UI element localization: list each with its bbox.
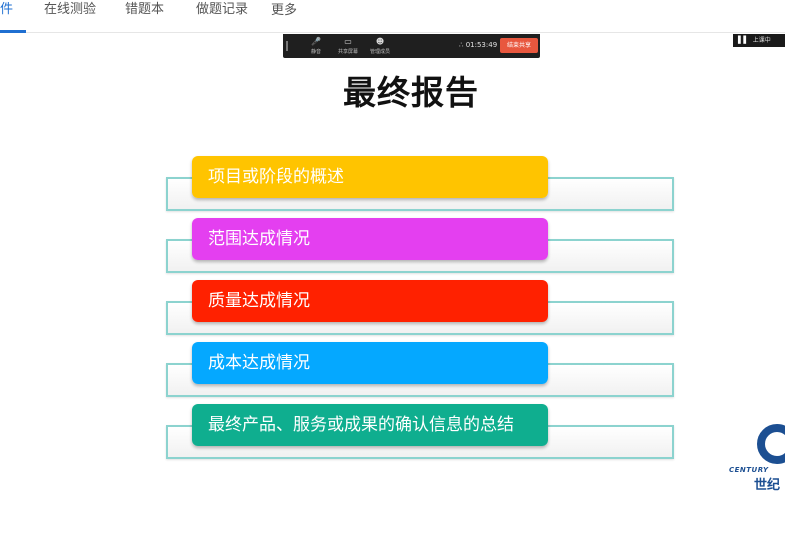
live-status-label: 上课中 xyxy=(752,37,771,44)
meeting-toolbar: 🎤 静音 ▭ 共享屏幕 ☻ 管理成员 ∴ 01:53:49 结束共享 xyxy=(283,34,540,58)
report-item: 项目或阶段的概述 xyxy=(166,156,676,216)
end-share-button[interactable]: 结束共享 xyxy=(500,38,538,53)
report-item: 最终产品、服务或成果的确认信息的总结 xyxy=(166,404,676,464)
screen-share-icon: ▭ xyxy=(344,37,352,46)
tab-more[interactable]: 更多 xyxy=(271,3,298,18)
drag-handle[interactable] xyxy=(286,41,288,51)
item-label: 质量达成情况 xyxy=(192,280,548,322)
timer-text: 01:53:49 xyxy=(465,41,498,49)
share-screen-label: 共享屏幕 xyxy=(337,49,358,55)
item-label: 成本达成情况 xyxy=(192,342,548,384)
report-item: 质量达成情况 xyxy=(166,280,676,340)
slide-viewer: 🎤 静音 ▭ 共享屏幕 ☻ 管理成员 ∴ 01:53:49 结束共享 ▌▌上课中… xyxy=(0,34,785,534)
tab-online-quiz[interactable]: 在线测验 xyxy=(44,2,97,17)
mute-button[interactable]: 🎤 静音 xyxy=(299,36,333,56)
meeting-timer: ∴ 01:53:49 xyxy=(459,41,497,49)
logo-ring-icon xyxy=(757,424,785,464)
logo-text-en: CENTURY xyxy=(729,466,769,474)
tab-practice-records[interactable]: 做题记录 xyxy=(196,2,249,17)
top-tab-bar: 件 在线测验 错题本 做题记录 更多 xyxy=(0,0,785,33)
tab-wrong-questions[interactable]: 错题本 xyxy=(125,2,165,17)
brand-logo: CENTURY 世纪 xyxy=(727,420,785,500)
item-label: 最终产品、服务或成果的确认信息的总结 xyxy=(192,404,548,446)
tab-courseware[interactable]: 件 xyxy=(0,2,14,17)
slide-title: 最终报告 xyxy=(343,73,479,112)
report-item: 成本达成情况 xyxy=(166,342,676,402)
mic-icon: 🎤 xyxy=(311,37,321,46)
active-tab-indicator xyxy=(0,30,26,33)
logo-text-cn: 世纪 xyxy=(754,478,781,493)
manage-members-button[interactable]: ☻ 管理成员 xyxy=(363,36,397,56)
item-label: 项目或阶段的概述 xyxy=(192,156,548,198)
share-screen-button[interactable]: ▭ 共享屏幕 xyxy=(331,36,365,56)
manage-members-label: 管理成员 xyxy=(369,49,390,55)
bar-chart-icon: ▌▌ xyxy=(738,36,749,44)
mute-label: 静音 xyxy=(310,49,321,55)
members-icon: ☻ xyxy=(375,37,385,46)
report-item: 范围达成情况 xyxy=(166,218,676,278)
item-label: 范围达成情况 xyxy=(192,218,548,260)
live-status-badge: ▌▌上课中 xyxy=(733,34,785,47)
signal-icon: ∴ xyxy=(459,41,464,49)
